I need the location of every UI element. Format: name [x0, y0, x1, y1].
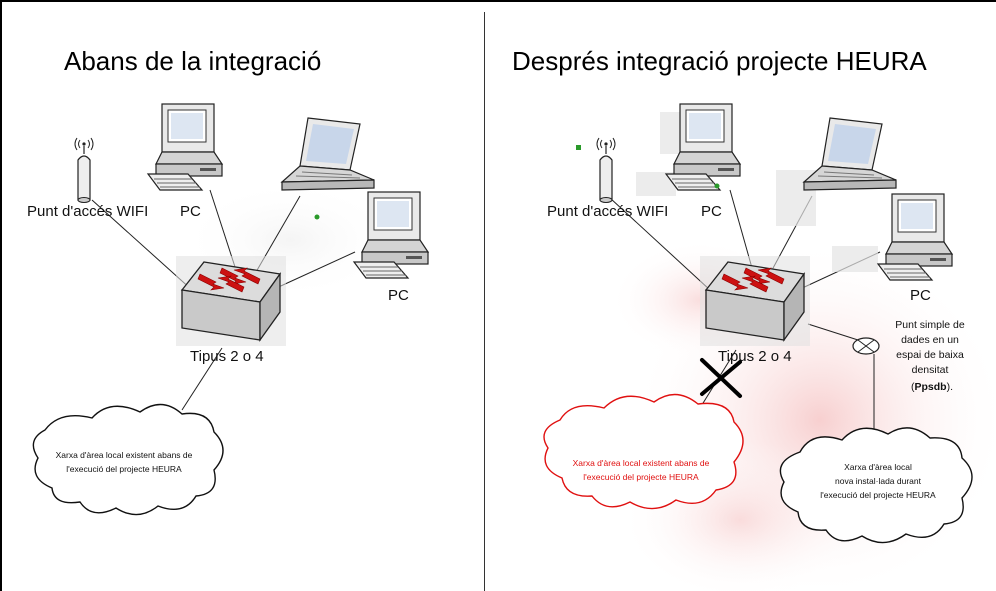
- left-pc2-label: PC: [388, 287, 409, 304]
- left-wifi-icon: [74, 137, 94, 204]
- right-old-cloud-text-1: Xarxa d'àrea local existent abans de: [573, 458, 710, 468]
- right-switch-label: Tipus 2 o 4: [718, 348, 792, 365]
- ppsdb-point-icon: [852, 337, 880, 355]
- right-laptop-icon: [803, 117, 897, 191]
- right-green-marker: [576, 145, 581, 150]
- left-lan-cloud: [32, 403, 224, 516]
- left-connections: [91, 189, 356, 411]
- left-switch-label: Tipus 2 o 4: [190, 348, 264, 365]
- right-wifi-label: Punt d'accés WIFI: [547, 203, 668, 220]
- left-green-dot: [314, 214, 320, 220]
- ppsdb-abbr: (Ppsdb).: [911, 381, 953, 393]
- right-old-lan-cloud: [543, 393, 744, 510]
- ppsdb-text-2: dades en un: [901, 334, 959, 346]
- left-pc1-icon: [147, 103, 223, 191]
- right-new-cloud-text-2: nova instal·lada durant: [835, 476, 922, 486]
- right-wifi-icon: [596, 137, 616, 204]
- right-pc2-icon: [877, 193, 953, 281]
- left-pc1-label: PC: [180, 203, 201, 220]
- right-new-cloud-text-3: l'execució del projecte HEURA: [820, 490, 936, 500]
- right-new-lan-cloud: [779, 427, 973, 544]
- right-switch-icon: [699, 255, 811, 347]
- ppsdb-text-1: Punt simple de: [895, 319, 965, 331]
- left-laptop-icon: [281, 117, 375, 191]
- ppsdb-text-3: espai de baixa: [896, 349, 964, 361]
- right-title: Després integració projecte HEURA: [512, 46, 927, 76]
- disconnect-x-icon: [700, 358, 742, 398]
- right-pc2-label: PC: [910, 287, 931, 304]
- left-wifi-label: Punt d'accés WIFI: [27, 203, 148, 220]
- panel-divider: [484, 12, 485, 591]
- left-switch-icon: [175, 255, 287, 347]
- left-cloud-text-1: Xarxa d'àrea local existent abans de: [56, 450, 193, 460]
- left-cloud-text-2: l'execució del projecte HEURA: [66, 464, 182, 474]
- ppsdb-text-4: densitat: [912, 364, 949, 376]
- right-new-cloud-text-1: Xarxa d'àrea local: [844, 462, 912, 472]
- left-title: Abans de la integració: [64, 46, 321, 76]
- right-pc1-label: PC: [701, 203, 722, 220]
- right-old-cloud-text-2: l'execució del projecte HEURA: [583, 472, 699, 482]
